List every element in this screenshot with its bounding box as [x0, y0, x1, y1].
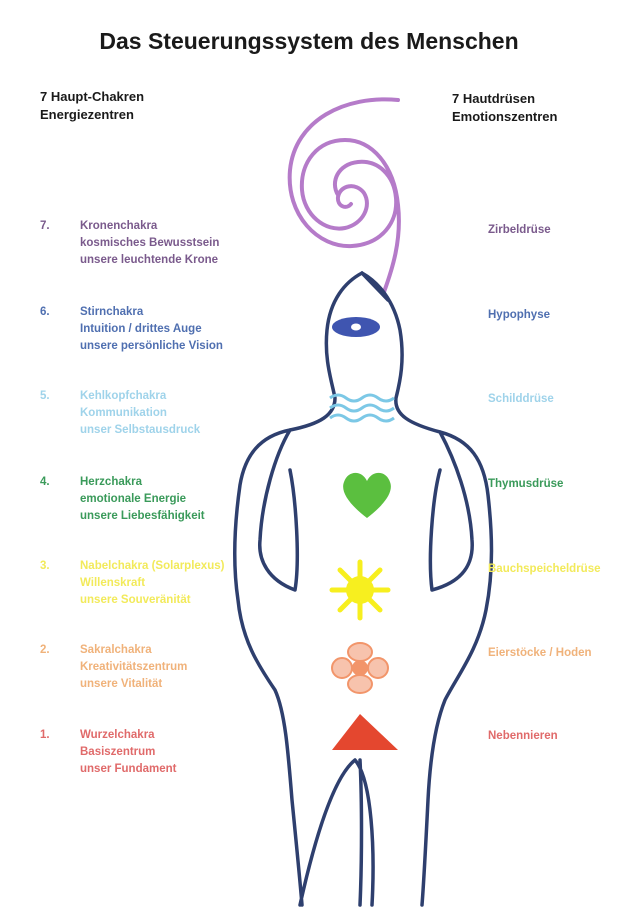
chakra-meaning: unsere Souveränität	[80, 594, 191, 606]
heart-icon	[343, 472, 391, 518]
chakra-name: Nabelchakra (Solarplexus)	[80, 560, 225, 572]
chakra-name: Kronenchakra	[80, 220, 158, 232]
chakra-number: 5.	[40, 390, 50, 402]
chakra-meaning: unser Fundament	[80, 763, 177, 775]
chakra-name: Herzchakra	[80, 476, 143, 488]
chakra-meaning: unser Selbstausdruck	[80, 424, 201, 436]
chakra-meaning: unsere leuchtende Krone	[80, 254, 219, 266]
chakra-number: 4.	[40, 476, 50, 488]
chakra-name: Wurzelchakra	[80, 729, 155, 741]
chakra-meaning: unsere Vitalität	[80, 678, 163, 690]
chakra-number: 1.	[40, 729, 50, 741]
gland-7: Zirbeldrüse	[488, 224, 551, 236]
chakra-number: 6.	[40, 306, 50, 318]
gland-5: Schilddrüse	[488, 393, 554, 405]
gland-header-line2: Emotionszentren	[452, 109, 558, 124]
gland-column-header: 7 Hautdrüsen Emotionszentren	[452, 90, 557, 126]
chakra-header-line1: 7 Haupt-Chakren	[40, 89, 145, 104]
flower-icon	[331, 642, 389, 694]
chakra-name: Sakralchakra	[80, 644, 152, 656]
eye-pupil	[351, 323, 361, 331]
chakra-name: Stirnchakra	[80, 306, 144, 318]
sun-icon	[329, 559, 391, 621]
chakra-number: 3.	[40, 560, 50, 572]
chakra-name: Kehlkopfchakra	[80, 390, 167, 402]
chakra-theme: Kreativitätszentrum	[80, 661, 188, 673]
page-title: Das Steuerungssystem des Menschen	[99, 28, 519, 54]
chakra-theme: kosmisches Bewusstsein	[80, 237, 220, 249]
chakra-theme: emotionale Energie	[80, 493, 187, 505]
chakra-meaning: unsere persönliche Vision	[80, 340, 223, 352]
triangle-icon	[332, 714, 398, 750]
spiral-icon	[287, 97, 401, 294]
chakra-theme: Kommunikation	[80, 407, 167, 419]
gland-6: Hypophyse	[488, 309, 550, 321]
chakra-number: 2.	[40, 644, 50, 656]
body-outline	[232, 271, 494, 907]
chakra-theme: Basiszentrum	[80, 746, 156, 758]
chakra-number: 7.	[40, 220, 50, 232]
chakra-header-line2: Energiezentren	[40, 107, 134, 122]
gland-3: Bauchspeicheldrüse	[488, 563, 601, 575]
gland-header-line1: 7 Hautdrüsen	[452, 91, 536, 106]
chakra-meaning: unsere Liebesfähigkeit	[80, 510, 205, 522]
gland-2: Eierstöcke / Hoden	[488, 647, 592, 659]
chakra-theme: Intuition / drittes Auge	[80, 323, 202, 335]
gland-4: Thymusdrüse	[488, 478, 564, 490]
throat-wave-icon	[329, 393, 395, 423]
gland-1: Nebennieren	[488, 730, 558, 742]
chakra-theme: Willenskraft	[80, 577, 146, 589]
chakra-column-header: 7 Haupt-Chakren Energiezentren	[40, 88, 144, 124]
